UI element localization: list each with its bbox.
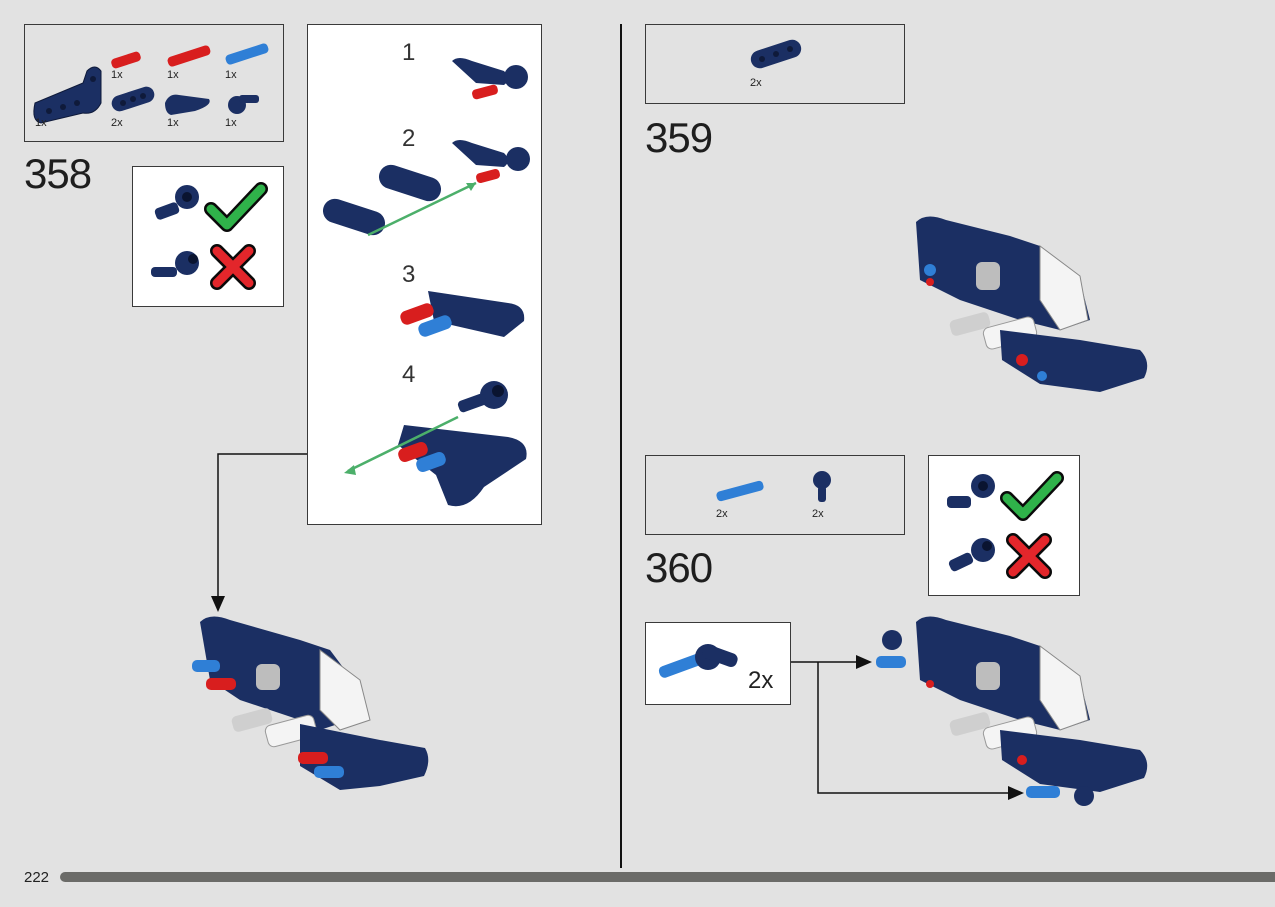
connector-wrong-icon — [151, 251, 199, 277]
qty-l-liftarm: 1x — [35, 117, 47, 129]
subassembly-pin-connector — [658, 644, 738, 678]
assembly-358 — [192, 616, 429, 790]
page-divider — [620, 24, 622, 868]
qty-fairing: 1x — [167, 117, 179, 129]
substep-number-1: 1 — [402, 39, 416, 66]
substep4-illustration — [344, 381, 527, 507]
blue-pin-part-360 — [716, 480, 764, 502]
substep-number-4: 4 — [402, 361, 416, 388]
beam-part-359 — [750, 39, 802, 69]
subassembly-box-360: 2x — [645, 622, 791, 705]
connector-correct-icon-360 — [947, 474, 995, 508]
page-progress-bar — [60, 872, 1275, 882]
step-number-358: 358 — [24, 150, 92, 197]
connector-part — [228, 95, 259, 114]
substep1-illustration — [452, 58, 528, 100]
parts-icons-358 — [33, 43, 269, 124]
blue-pin-part — [225, 43, 269, 65]
qty-beam-359: 2x — [750, 77, 762, 89]
qty-blue-pin: 1x — [225, 69, 237, 81]
assembly-359 — [916, 216, 1148, 392]
qty-connector: 1x — [225, 117, 237, 129]
cross-icon-360 — [1006, 533, 1052, 579]
red-long-pin-part — [167, 45, 211, 67]
subassembly-qty: 2x — [748, 667, 774, 694]
qty-red-pin: 1x — [111, 69, 123, 81]
fairing-part — [165, 94, 210, 115]
orientation-hint-360 — [928, 455, 1080, 596]
substep-number-3: 3 — [402, 261, 416, 288]
parts-box-359: 2x — [645, 24, 905, 104]
callout-arrow-358 — [217, 453, 307, 600]
qty-red-long-pin: 1x — [167, 69, 179, 81]
parts-box-358: 1x 1x 1x 1x 2x 1x 1x — [24, 24, 284, 142]
step-number-360: 360 — [645, 544, 713, 591]
beam-part — [111, 86, 155, 112]
substep-number-2: 2 — [402, 125, 416, 152]
parts-box-360: 2x 2x — [645, 455, 905, 535]
l-liftarm-part — [33, 66, 102, 124]
red-pin-part — [111, 51, 141, 69]
cross-icon — [210, 244, 256, 290]
step-number-359: 359 — [645, 114, 713, 161]
orientation-hint-358 — [132, 166, 284, 307]
assembly-360 — [876, 616, 1148, 806]
qty-beam: 2x — [111, 117, 123, 129]
connector-correct-icon — [154, 185, 199, 220]
qty-blue-pin-360: 2x — [716, 508, 728, 520]
qty-connector-360: 2x — [812, 508, 824, 520]
callout-arrow-360-bottom — [817, 662, 1012, 794]
substep2-illustration — [322, 140, 530, 237]
substep3-illustration — [400, 291, 525, 337]
page-number: 222 — [24, 869, 50, 886]
substep-panel-358: 1 2 3 4 — [307, 24, 542, 525]
connector-part-360 — [813, 471, 831, 502]
connector-wrong-icon-360 — [948, 538, 995, 572]
